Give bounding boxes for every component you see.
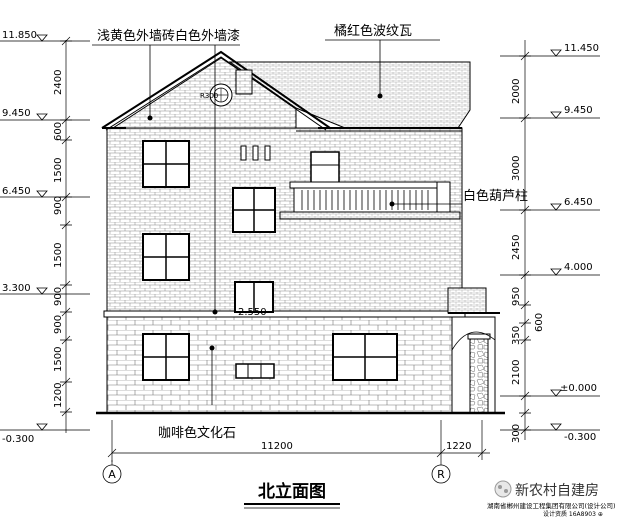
left-elevation-4: 3.300 — [2, 283, 31, 294]
leader-lines — [149, 40, 462, 405]
right-dim-8: 300 — [511, 424, 522, 443]
axis-bubble-a — [102, 460, 122, 484]
watermark-logo — [494, 480, 512, 498]
right-dim-3: 2450 — [511, 235, 522, 260]
right-dim-4: 950 — [511, 287, 522, 306]
floor-level-mark: 2.550 — [238, 307, 267, 318]
round-window-radius: R300 — [200, 92, 218, 100]
left-dim-5: 1500 — [53, 243, 64, 268]
right-dim-2: 3000 — [511, 156, 522, 181]
facade-material-note: 浅黄色外墙砖白色外墙漆 — [97, 28, 240, 44]
roof-tile-note: 橘红色波纹瓦 — [334, 23, 412, 39]
left-elevation-2: 9.450 — [2, 108, 31, 119]
bottom-dimension-line — [107, 420, 490, 462]
vent-slits — [240, 145, 271, 161]
right-dim-1: 2000 — [511, 79, 522, 104]
right-dimension-chain — [500, 40, 600, 440]
right-elevation-3: 6.450 — [564, 197, 593, 208]
small-window — [235, 363, 275, 379]
left-elevation-5: -0.300 — [2, 434, 34, 445]
left-elevation-1: 11.850 — [2, 30, 37, 41]
axis-label-r: R — [437, 468, 445, 481]
left-dim-7: 900 — [53, 315, 64, 334]
left-dim-8: 1500 — [53, 347, 64, 372]
floor-band — [103, 310, 466, 318]
watermark-text: 新农村自建房 — [515, 483, 599, 499]
right-dim-6: 350 — [511, 326, 522, 345]
footer-small-text: 设计资质 16A8903 ⊕ — [543, 510, 603, 518]
company-name: 湖南省郴州建设工程集团有限公司(设计公司) — [487, 501, 616, 510]
balcony-door — [310, 151, 340, 187]
leader-dots — [147, 93, 395, 351]
window — [142, 140, 190, 188]
axis-label-a: A — [108, 468, 116, 481]
building-facade — [96, 50, 505, 415]
window — [234, 281, 274, 313]
left-level-triangles — [36, 34, 48, 431]
porch-roof — [447, 287, 487, 314]
baluster-note: 白色葫芦柱 — [463, 188, 528, 204]
left-dim-4: 900 — [53, 196, 64, 215]
left-dim-3: 1500 — [53, 158, 64, 183]
right-elevation-1: 11.450 — [564, 43, 599, 54]
culture-stone-note: 咖啡色文化石 — [158, 425, 236, 441]
right-elevation-4: 4.000 — [564, 262, 593, 273]
left-dim-2: 600 — [53, 122, 64, 141]
left-elevation-3: 6.450 — [2, 186, 31, 197]
window — [142, 333, 190, 381]
right-elevation-6: -0.300 — [564, 432, 596, 443]
right-level-triangles — [550, 49, 562, 431]
right-dim-7: 2100 — [511, 360, 522, 385]
window — [232, 187, 276, 233]
bottom-dim-main: 11200 — [261, 441, 293, 452]
left-dim-9: 1200 — [53, 383, 64, 408]
bottom-dim-porch: 1220 — [446, 441, 471, 452]
axis-bubble-r — [431, 460, 451, 484]
window — [142, 233, 190, 281]
left-dim-6: 900 — [53, 287, 64, 306]
balcony — [279, 181, 461, 220]
right-elevation-5: ±0.000 — [560, 383, 597, 394]
chimney — [235, 69, 253, 95]
drawing-title: 北立面图 — [258, 481, 326, 502]
left-dimension-chain — [0, 36, 90, 433]
window — [332, 333, 398, 381]
left-dim-1: 2400 — [53, 70, 64, 95]
right-dim-5: 600 — [534, 313, 545, 332]
porch-column — [469, 337, 489, 414]
right-elevation-2: 9.450 — [564, 105, 593, 116]
